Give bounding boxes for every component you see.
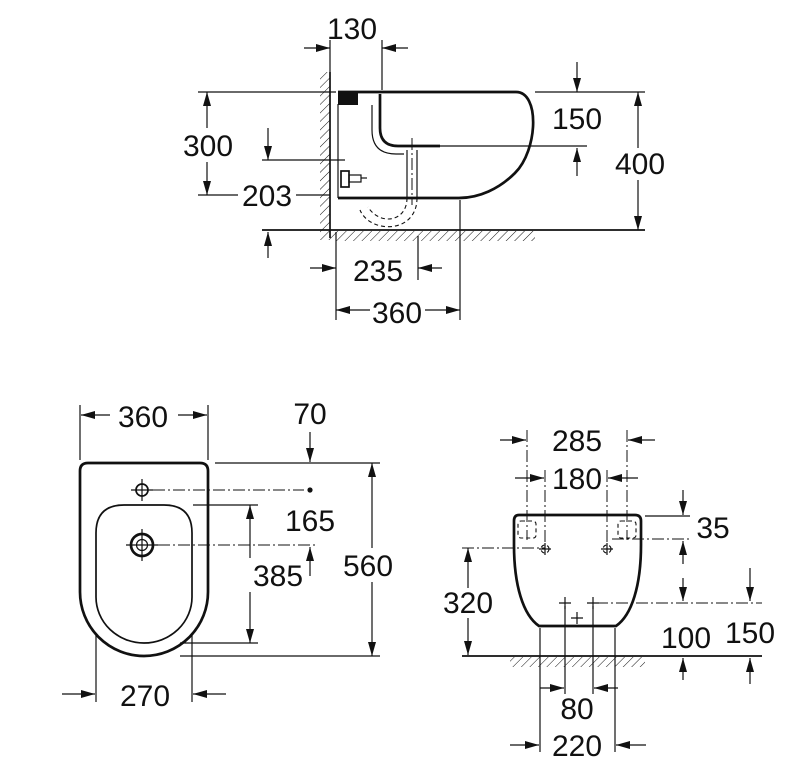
bidet-front-outline: [512, 513, 643, 628]
dim-220-label: 220: [552, 730, 602, 763]
wall-hatch: [320, 72, 330, 240]
inner-bowl-profile: [378, 94, 440, 148]
dim-130-label: 130: [327, 13, 377, 46]
dim-180-label: 180: [552, 463, 602, 496]
inner-bowl-wall: [371, 105, 404, 155]
dim-385-label: 385: [253, 560, 303, 593]
dim-285-label: 285: [552, 425, 602, 458]
front-view: 285 180 35 320 100 150 80 220: [443, 425, 775, 763]
bidet-side-outline: [338, 90, 535, 200]
dim-360-side-label: 360: [372, 297, 422, 330]
top-view: 360 70 165 385 560 270: [62, 398, 393, 713]
trap-inner-dashed: [367, 197, 408, 220]
side-view: 130 300 203 150 400 235 360: [183, 13, 665, 330]
bidet-top-inner-bowl: [95, 504, 193, 644]
dim-100-label: 100: [661, 622, 711, 655]
dim-360-top-label: 360: [118, 401, 168, 434]
inlet-point-center: [571, 612, 583, 624]
tap-valve-stem: [348, 174, 362, 183]
trap-outer-dashed: [359, 197, 418, 228]
bidet-top-outline: [78, 461, 210, 658]
dim-150-label: 150: [552, 103, 602, 136]
dim-270-label: 270: [120, 680, 170, 713]
floor-hatch: [330, 231, 535, 241]
dim-70-label: 70: [293, 398, 326, 431]
dim-300-label: 300: [183, 130, 233, 163]
mounting-bracket: [338, 91, 358, 105]
tap-valve-body: [340, 170, 350, 188]
dim-400-label: 400: [615, 148, 665, 181]
dim-35-label: 35: [696, 512, 729, 545]
dim-165-label: 165: [285, 505, 335, 538]
fixing-point-right-ring: [602, 544, 612, 554]
dim-150-front-label: 150: [725, 617, 775, 650]
tap-hole-crosshair: [131, 479, 153, 501]
dim-203-label: 203: [242, 180, 292, 213]
drain-crosshair: [126, 529, 158, 561]
dim-235-label: 235: [353, 255, 403, 288]
dim-80-label: 80: [560, 693, 593, 726]
fixing-point-left-ring: [540, 544, 550, 554]
dim-320-label: 320: [443, 587, 493, 620]
front-floor-hatch: [510, 657, 645, 667]
tap-hole-reference-dot: [307, 487, 313, 493]
dim-560-label: 560: [343, 550, 393, 583]
